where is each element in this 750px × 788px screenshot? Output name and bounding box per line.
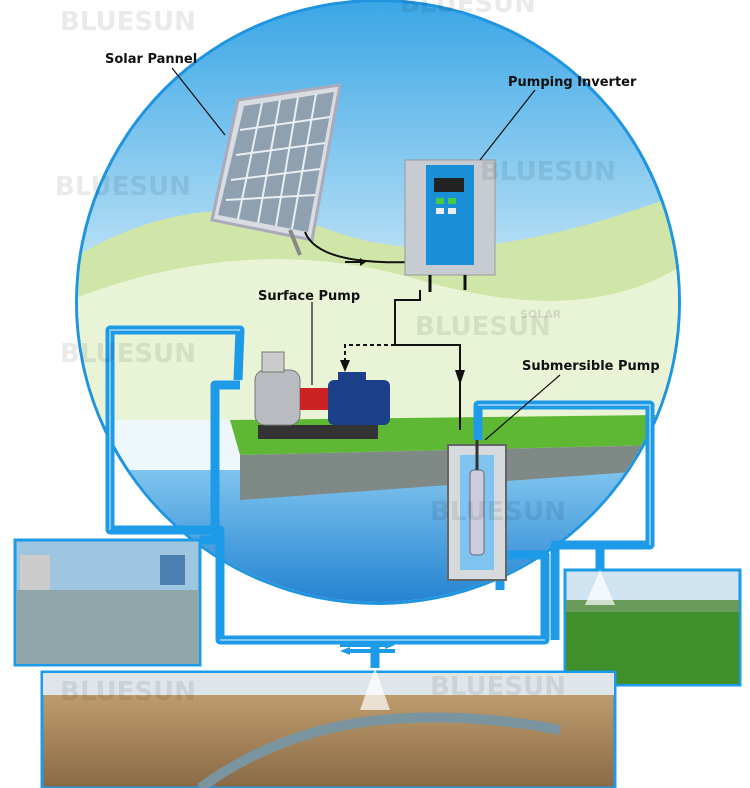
svg-text:BLUESUN: BLUESUN — [430, 672, 566, 702]
panel-cable — [304, 231, 411, 264]
label-submersible-pump: Submersible Pump — [522, 359, 660, 374]
watermarks: BLUESUN BLUESUN BLUESUN BLUESUN SOLAR BL… — [55, 0, 616, 707]
svg-text:BLUESUN: BLUESUN — [60, 7, 196, 37]
pumping-inverter — [404, 159, 496, 292]
svg-text:BLUESUN: BLUESUN — [60, 339, 196, 369]
flow-arrow — [345, 258, 366, 266]
inverter-cable — [394, 290, 461, 430]
solar-panel — [210, 83, 342, 256]
label-surface-pump: Surface Pump — [258, 289, 360, 304]
leader-lines — [171, 67, 561, 441]
svg-text:BLUESUN: BLUESUN — [400, 0, 536, 19]
photo-water-treatment — [13, 538, 202, 667]
svg-text:BLUESUN: BLUESUN — [480, 157, 616, 187]
svg-text:BLUESUN: BLUESUN — [430, 497, 566, 527]
svg-text:BLUESUN: BLUESUN — [60, 677, 196, 707]
svg-text:BLUESUN: BLUESUN — [415, 312, 551, 342]
photo-irrigation-field — [563, 568, 742, 687]
svg-text:SOLAR: SOLAR — [520, 308, 562, 321]
svg-text:BLUESUN: BLUESUN — [55, 172, 191, 202]
surface-pump — [254, 351, 390, 439]
flow-direction-arrows — [340, 641, 395, 655]
label-solar-panel: Solar Pannel — [105, 52, 197, 67]
photo-dry-farmland — [40, 670, 617, 788]
sprinkler-spray — [360, 570, 615, 710]
label-pumping-inverter: Pumping Inverter — [508, 75, 637, 90]
submersible-well — [447, 440, 507, 581]
